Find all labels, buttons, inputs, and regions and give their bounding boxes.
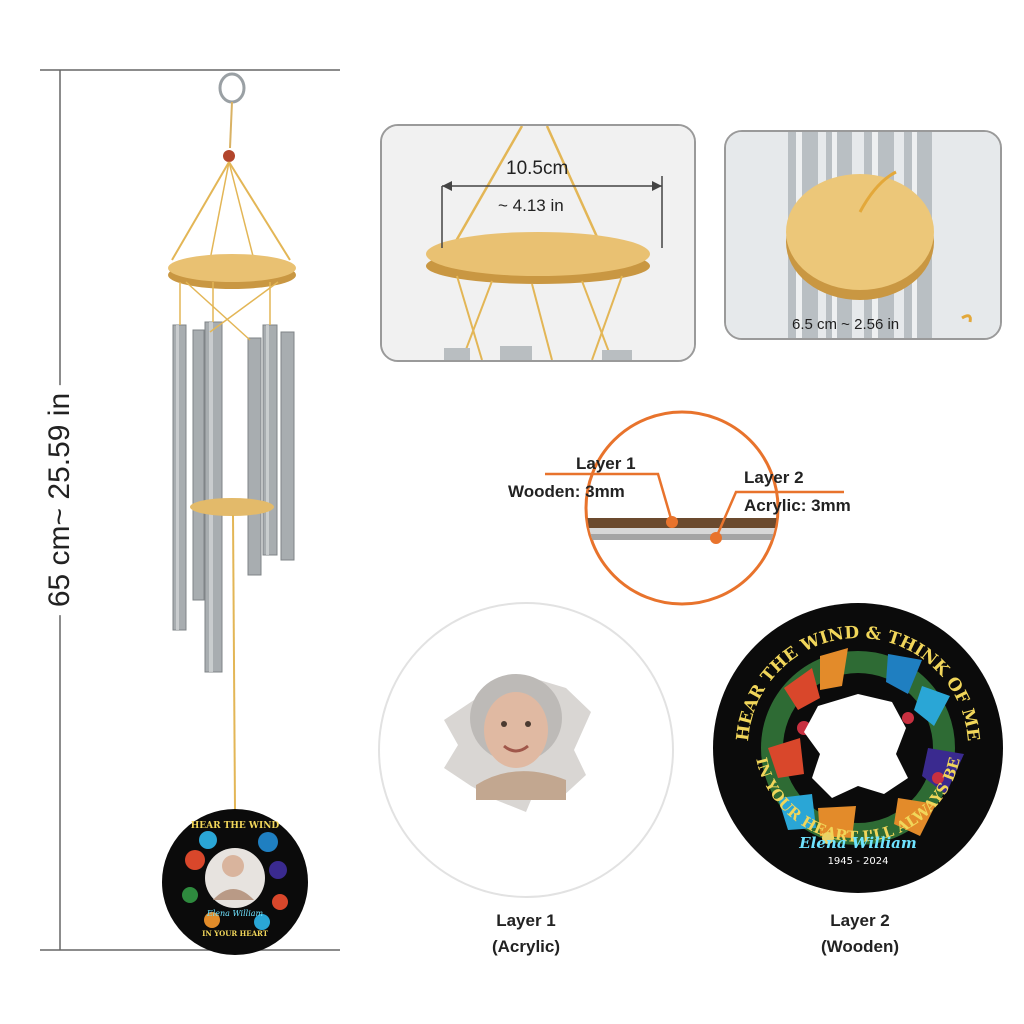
top-disc-detail-panel: 10.5cm ~ 4.13 in [380,124,696,362]
layer1-type: (Acrylic) [491,937,561,956]
height-label: 65 cm~ 25.59 in [43,384,77,616]
layer1-name: Layer 1 [496,911,556,930]
top-wooden-disc [168,254,296,282]
cross-layer1-material: Wooden: 3mm [508,482,625,501]
layer2-wooden-disc: HEAR THE WIND & THINK OF ME IN YOUR HEAR… [713,603,1003,893]
svg-text:Elena William: Elena William [206,909,264,918]
cross-layer2-title: Layer 2 [744,468,804,487]
top-diameter-cm: 10.5cm [506,158,569,179]
ornament-years: 1945 - 2024 [828,856,889,867]
cross-layer1-title: Layer 1 [576,454,636,473]
layer1-acrylic-disc [378,602,674,898]
layer2-name: Layer 2 [830,911,890,930]
svg-text:HEAR THE WIND: HEAR THE WIND [191,821,280,831]
wind-chime-image: HEAR THE WIND Elena William IN YOUR HEAR… [162,72,308,955]
striker-detail-panel: 6.5 cm ~ 2.56 in [724,130,1002,340]
cross-layer2-material: Acrylic: 3mm [744,496,851,515]
layer2-caption: Layer 2 (Wooden) [780,908,940,960]
portrait-face [484,692,548,768]
layer2-type: (Wooden) [820,937,900,956]
svg-text:IN YOUR HEART: IN YOUR HEART [202,929,269,938]
striker-disc [190,498,274,516]
chime-tube [172,324,187,631]
layer1-caption: Layer 1 (Acrylic) [446,908,606,960]
cross-section-diagram [545,410,844,606]
striker-diameter: 6.5 cm ~ 2.56 in [792,316,900,333]
bead [223,150,235,162]
hanging-ring [218,72,246,104]
ornament-name: Elena William [798,834,917,852]
top-diameter-in: ~ 4.13 in [498,196,564,215]
